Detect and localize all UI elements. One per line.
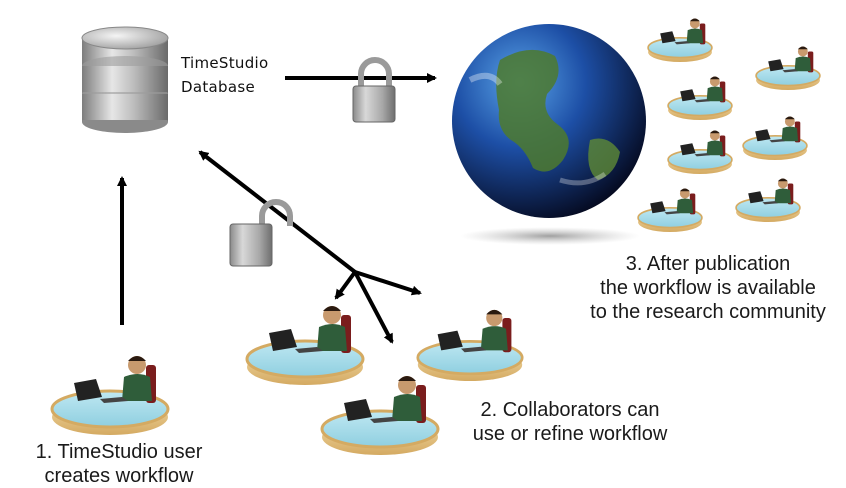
workstation-icon (245, 304, 365, 387)
step1-line1: 1. TimeStudio user (35, 441, 203, 463)
database-label-line1: TimeStudio (181, 54, 269, 72)
workstation-icon (667, 75, 733, 121)
database-icon (81, 26, 169, 133)
workstation-icon (742, 115, 808, 161)
step2-line2: use or refine workflow (472, 423, 668, 445)
workstation-icon (667, 129, 733, 175)
step2-line1: 2. Collaborators can (480, 399, 660, 421)
workstation-icon (647, 17, 713, 63)
step3-caption: 3. After publication the workflow is ava… (572, 252, 844, 324)
arrow-branch-down (353, 271, 394, 344)
workstation-icon (735, 177, 801, 223)
workstation-icon (755, 45, 821, 91)
workstation-icon (320, 374, 440, 457)
workstation-icon (416, 308, 524, 383)
step2-caption: 2. Collaborators can use or refine workf… (452, 398, 688, 446)
arrow-collab-to-database (198, 150, 357, 274)
flow-arrows (117, 73, 437, 344)
workstation-icon (637, 187, 703, 233)
database-label: TimeStudio Database (181, 52, 269, 98)
globe-icon (452, 24, 646, 245)
step3-line2: the workflow is available (600, 277, 816, 299)
arrow-branch-right (354, 270, 422, 296)
database-label-line2: Database (181, 78, 255, 96)
lock-icon (352, 57, 396, 123)
arrow-branch-left (334, 270, 357, 300)
lock-icon (229, 199, 293, 267)
step3-line1: 3. After publication (625, 253, 791, 275)
workstation-icon (50, 354, 170, 437)
step3-line3: to the research community (590, 301, 826, 323)
step1-line2: creates workflow (44, 465, 194, 487)
step1-caption: 1. TimeStudio user creates workflow (2, 440, 236, 488)
